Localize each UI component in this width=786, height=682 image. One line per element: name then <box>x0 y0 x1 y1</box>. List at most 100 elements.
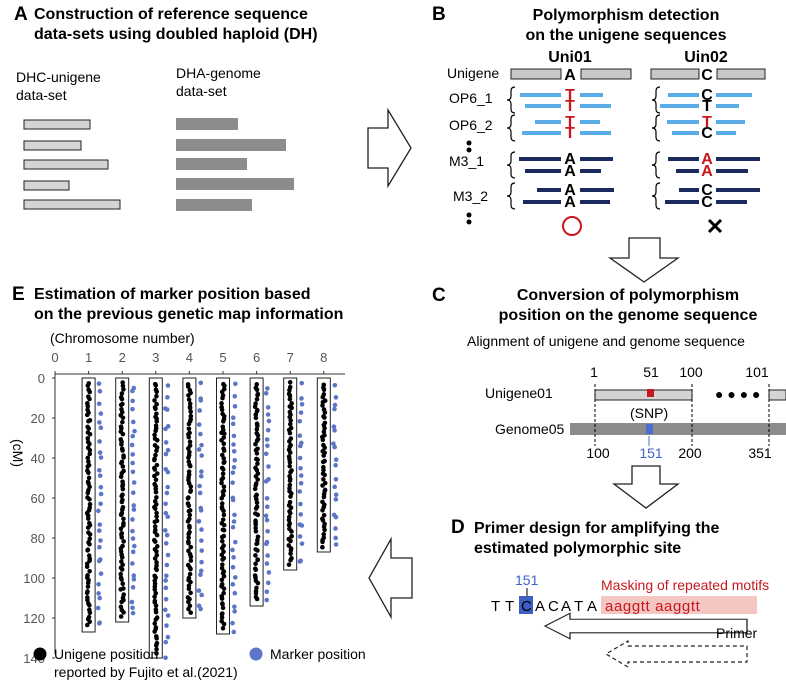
unigene-dot <box>322 527 327 533</box>
marker-dot <box>230 415 236 421</box>
unigene-dot <box>219 437 224 443</box>
unigene-dot <box>119 499 125 505</box>
panel-e-letter: E <box>12 284 25 305</box>
marker-dot <box>196 447 202 452</box>
unigene-dot <box>120 464 126 469</box>
marker-dot <box>266 570 272 575</box>
unigene-dot <box>186 455 191 461</box>
num-unigene-start: 1 <box>590 364 598 380</box>
unigene-dot <box>84 412 90 418</box>
x-tick-label: 2 <box>119 350 126 365</box>
num-unigene-101: 101 <box>745 364 769 380</box>
unigene-dot <box>254 500 260 505</box>
unigene-dot <box>85 516 91 521</box>
unigene-bar <box>23 119 91 130</box>
reverse-primer-arrow-icon <box>604 639 748 669</box>
unigene-dot <box>255 392 260 398</box>
unigene-dot <box>254 451 260 456</box>
marker-dot <box>130 388 135 394</box>
base-letter: T <box>702 114 712 131</box>
unigene-dot <box>152 539 158 544</box>
marker-dot <box>198 431 203 437</box>
unigene-dot <box>287 478 293 483</box>
unigene-dot <box>219 596 225 601</box>
unigene-dot <box>221 621 227 627</box>
marker-dot <box>230 470 236 475</box>
chromosome-box <box>216 377 230 635</box>
unigene-dot <box>154 514 159 519</box>
dha-genome-bars <box>176 118 294 211</box>
marker-dot <box>129 599 135 605</box>
unigene-dot <box>320 507 325 513</box>
marker-dot <box>97 439 102 444</box>
base-letter: A <box>564 67 576 84</box>
unigene-dot <box>154 393 159 399</box>
snp-label: (SNP) <box>630 405 668 421</box>
unigene-dot <box>185 496 191 501</box>
marker-dot <box>264 504 270 510</box>
unigene-dot <box>186 599 191 605</box>
unigene-dot <box>86 475 92 481</box>
marker-dot <box>232 457 238 463</box>
marker-dot <box>96 582 101 587</box>
unigene-dot <box>186 393 191 398</box>
y-tick-label: 20 <box>31 411 45 426</box>
marker-dot <box>333 514 339 520</box>
num-snp-unigene: 51 <box>643 364 659 380</box>
marker-dot <box>165 395 170 400</box>
marker-dot <box>297 455 303 461</box>
unigene-dot <box>154 636 159 641</box>
unigene-segment <box>716 68 766 80</box>
marker-dot <box>263 451 269 457</box>
y-tick-label: 40 <box>31 451 45 466</box>
marker-dot <box>165 469 171 475</box>
y-tick-label: 60 <box>31 491 45 506</box>
unigene-dot <box>119 396 125 402</box>
unigene-dot <box>152 629 157 634</box>
panel-d-letter: D <box>451 517 465 538</box>
unigene-dot <box>254 596 260 602</box>
unigene-dot <box>118 474 124 479</box>
unigene-dot <box>219 389 225 395</box>
unigene-dot <box>119 535 125 540</box>
row-label-m3-2: M3_2 <box>453 188 488 204</box>
unigene-dot <box>121 516 126 522</box>
unigene-dot <box>120 415 126 421</box>
marker-dot <box>97 595 102 601</box>
unigene-dot <box>322 445 327 451</box>
unigene-dot <box>221 508 226 514</box>
unigene-dot <box>221 456 227 461</box>
unigene-dot <box>253 590 259 596</box>
chromosome-axis-title: (Chromosome number) <box>50 330 195 346</box>
marker-dot <box>163 578 168 583</box>
marker-dot <box>196 519 202 524</box>
unigene-dot <box>85 464 91 469</box>
unigene-dot <box>320 459 326 465</box>
unigene-dot <box>220 601 225 607</box>
snp-genome-marker <box>646 424 653 434</box>
unigene-dot <box>85 548 90 553</box>
unigene-dot <box>288 538 293 544</box>
unigene-dot <box>152 473 157 479</box>
marker-dot <box>333 476 339 482</box>
unigene-dot <box>119 391 125 396</box>
base-letter: C <box>701 87 713 104</box>
unigene-dot <box>286 562 292 567</box>
unigene-dot <box>153 383 159 388</box>
seq-base: T <box>574 598 583 615</box>
unigene-dot <box>221 484 227 490</box>
marker-dot <box>298 501 303 507</box>
num-genome-151: 151 <box>639 445 663 461</box>
unigene-dot <box>254 426 260 432</box>
unigene-dot <box>119 577 124 582</box>
base-letter: C <box>701 67 713 84</box>
masked-sequence: aaggtt aaggtt <box>605 598 701 615</box>
marker-dot <box>95 605 101 611</box>
unigene-dot <box>220 471 226 477</box>
marker-dot <box>130 549 136 555</box>
marker-dot <box>332 402 338 408</box>
unigene-dot <box>321 467 326 473</box>
marker-dot <box>230 480 235 485</box>
unigene-dot <box>152 556 158 561</box>
